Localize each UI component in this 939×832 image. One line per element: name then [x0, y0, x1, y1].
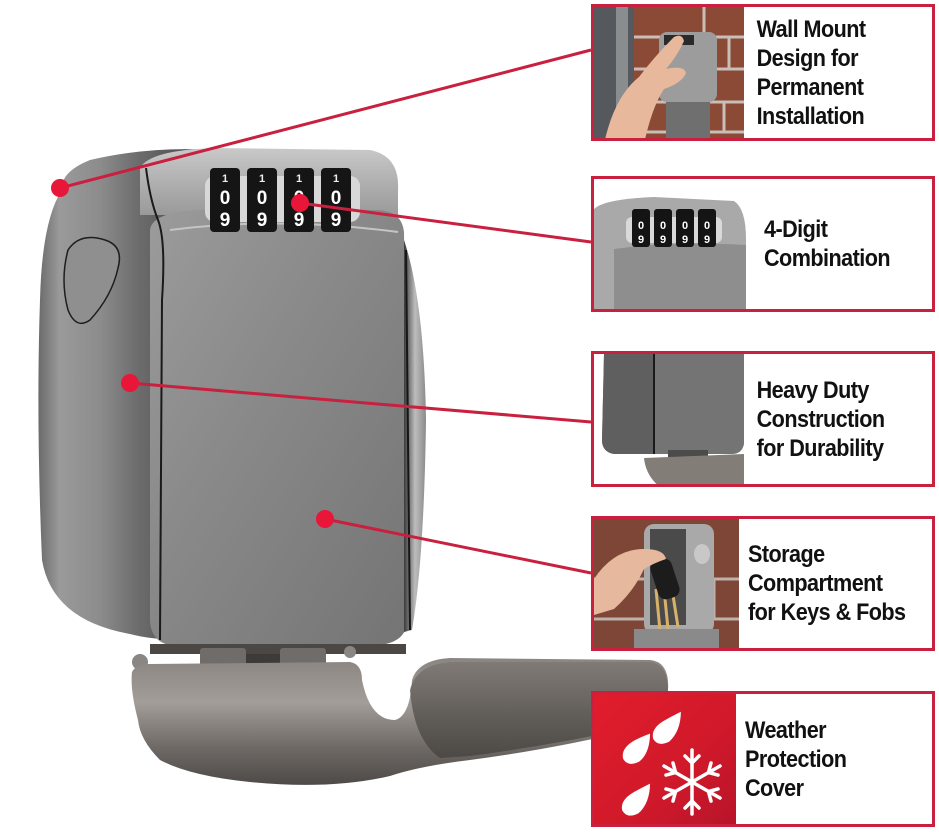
- callout-line: Protection: [745, 745, 847, 773]
- svg-text:9: 9: [638, 234, 644, 246]
- combination-dial-photo: 0 0 0 0 9 9 9 9: [594, 179, 746, 309]
- svg-text:0: 0: [682, 220, 688, 232]
- callout-dots: [51, 179, 334, 528]
- release-button: [63, 236, 121, 325]
- callout-connectors: [59, 48, 592, 575]
- callout-wall-mount: Wall Mount Design for Permanent Installa…: [591, 4, 935, 141]
- callout-line: Installation: [756, 102, 865, 130]
- dial-2-digit: 0: [257, 188, 268, 209]
- callout-storage: Storage Compartment for Keys & Fobs: [591, 516, 935, 651]
- hand-mounting-lockbox-photo: [594, 7, 744, 138]
- callout-heavy-duty-text: Heavy Duty Construction for Durability: [744, 354, 913, 484]
- svg-text:0: 0: [660, 220, 666, 232]
- svg-text:9: 9: [704, 234, 710, 246]
- dial-4-bottom-digit: 9: [331, 210, 342, 231]
- callout-line: Combination: [764, 245, 891, 272]
- callout-line: for Durability: [756, 434, 884, 462]
- raindrops-snowflake-icon: [594, 694, 736, 824]
- callout-line: Weather: [745, 716, 827, 744]
- svg-text:0: 0: [704, 220, 710, 232]
- callout-line: for Keys & Fobs: [748, 599, 906, 626]
- callout-combination: 0 0 0 0 9 9 9 9 4-Digit Combination: [591, 176, 935, 312]
- callout-line: Construction: [756, 405, 885, 433]
- dial-1-digit: 0: [220, 188, 231, 209]
- callout-storage-text: Storage Compartment for Keys & Fobs: [739, 519, 913, 648]
- callout-heavy-duty: Heavy Duty Construction for Durability: [591, 351, 935, 487]
- callout-line: Cover: [745, 774, 804, 802]
- dial-3-bottom-digit: 9: [294, 210, 305, 231]
- dial-3-top-digit: 1: [296, 173, 302, 185]
- keys-and-fob-photo: [594, 519, 739, 648]
- callout-line: Compartment: [748, 570, 883, 597]
- svg-text:9: 9: [660, 234, 666, 246]
- callout-line: Permanent: [756, 73, 864, 101]
- svg-text:0: 0: [638, 220, 644, 232]
- lockbox-front-cover: [150, 210, 408, 646]
- dial-4-top-digit: 1: [333, 173, 339, 185]
- dial-2-bottom-digit: 9: [257, 210, 268, 231]
- callout-line: Heavy Duty: [756, 376, 870, 404]
- callout-line: 4-Digit: [764, 216, 828, 243]
- callout-line: Storage: [748, 541, 825, 568]
- lockbox-hinge-photo: [594, 354, 744, 484]
- dial-2-top-digit: 1: [259, 173, 265, 185]
- callout-line: Design for: [756, 44, 859, 72]
- callout-weather: Weather Protection Cover: [591, 691, 935, 827]
- svg-text:9: 9: [682, 234, 688, 246]
- combination-dials: 1 0 9 1 0 9 1 0 9 1 0 9: [210, 168, 351, 232]
- callout-weather-text: Weather Protection Cover: [736, 694, 912, 824]
- dial-4-digit: 0: [331, 188, 342, 209]
- snowflake-icon: [662, 748, 722, 816]
- callout-combination-text: 4-Digit Combination: [746, 179, 913, 309]
- dial-1-top-digit: 1: [222, 173, 228, 185]
- callout-line: Wall Mount: [756, 15, 867, 43]
- dial-1-bottom-digit: 9: [220, 210, 231, 231]
- raindrop-icon: [621, 711, 681, 816]
- callout-wall-mount-text: Wall Mount Design for Permanent Installa…: [744, 7, 913, 138]
